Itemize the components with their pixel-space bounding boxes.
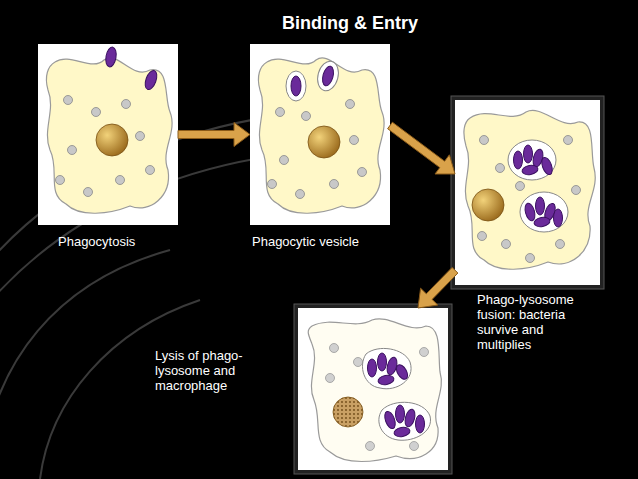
stage-panel: Phago-lysosome fusion: bacteria survive …	[455, 100, 600, 285]
stage-label: Lysis of phago- lysosome and macrophage	[155, 348, 280, 393]
title: Binding & Entry	[282, 13, 418, 34]
stage-label: Phagocytic vesicle	[252, 234, 392, 249]
flow-arrow	[388, 122, 455, 174]
stage-panel: Phagocytosis	[38, 44, 178, 225]
flow-arrow	[418, 267, 458, 308]
stage-label: Phago-lysosome fusion: bacteria survive …	[477, 292, 595, 352]
stage-panel: Lysis of phago- lysosome and macrophage	[298, 308, 448, 470]
flow-arrow	[178, 123, 250, 147]
stage-panel: Phagocytic vesicle	[250, 44, 390, 225]
stage-label: Phagocytosis	[58, 234, 188, 249]
